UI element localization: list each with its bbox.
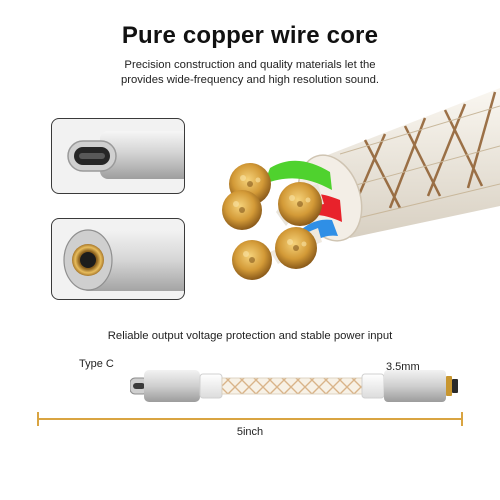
feature-caption: Reliable output voltage protection and s… [107, 330, 393, 342]
usb-c-connector-icon [67, 131, 184, 179]
cable-braid [221, 377, 363, 395]
audio-jack-connector-icon [63, 229, 184, 291]
cable-length-label: 5inch [236, 426, 264, 438]
audio-jack-closeup-inset [51, 218, 185, 300]
length-dimension-line [37, 412, 463, 426]
adapter-cable-illustration [130, 370, 458, 402]
copper-wire-core-illustration [222, 88, 500, 280]
subtitle-line-1: Precision construction and quality mater… [124, 59, 376, 71]
copper-strands [222, 163, 322, 280]
cable-usb-c-plug [130, 370, 223, 402]
usb-c-closeup-inset [51, 118, 185, 194]
subtitle-line-2: provides wide-frequency and high resolut… [120, 74, 380, 86]
cable-audio-jack-end [361, 370, 458, 402]
headline: Pure copper wire core [121, 22, 379, 49]
type-c-label: Type C [79, 358, 114, 370]
